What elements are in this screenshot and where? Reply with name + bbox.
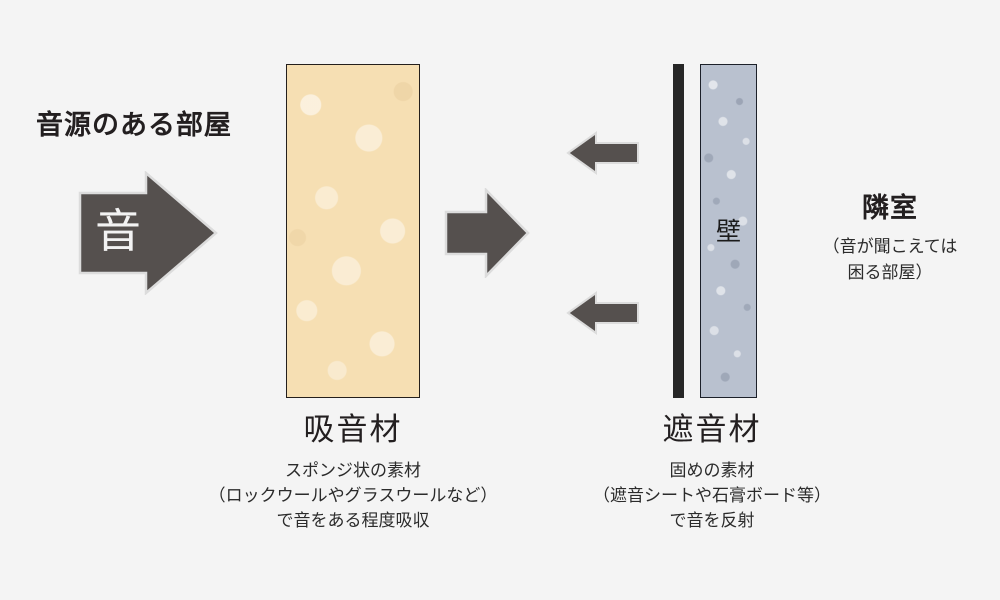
- absorber-description-line-1: スポンジ状の素材: [285, 461, 421, 480]
- absorber-description-line-3: で音をある程度吸収: [276, 511, 430, 530]
- reflected-sound-arrow-top-shape: [566, 131, 639, 175]
- neighbor-room-block: 隣室 （音が聞こえては 困る部屋）: [782, 186, 998, 286]
- reflected-sound-arrow-top: [566, 131, 640, 175]
- insulator-title: 遮音材: [662, 412, 762, 447]
- sound-source-arrow: [78, 171, 218, 295]
- reflected-sound-arrow-bottom-shape: [566, 291, 639, 335]
- sound-insulating-material-panel: [700, 64, 757, 398]
- sound-absorbing-material-panel: [286, 64, 420, 398]
- transmitted-sound-arrow: [444, 188, 530, 278]
- transmitted-sound-arrow-shape: [444, 188, 530, 278]
- neighbor-room-note-line-1: （音が聞こえては: [822, 237, 958, 256]
- wall-label: 壁: [715, 218, 741, 246]
- absorber-description-line-2: （ロックウールやグラスウールなど）: [208, 486, 498, 505]
- wall-bar: [673, 64, 684, 398]
- neighbor-room-note-line-2: 困る部屋）: [847, 263, 933, 282]
- neighbor-room-label: 隣室: [862, 193, 918, 223]
- insulator-description: 固めの素材 （遮音シートや石膏ボード等） で音を反射: [512, 458, 912, 533]
- insulator-description-line-1: 固めの素材: [669, 461, 755, 480]
- reflected-sound-arrow-bottom: [566, 291, 640, 335]
- absorber-title: 吸音材: [303, 412, 403, 447]
- insulator-description-line-2: （遮音シートや石膏ボード等）: [593, 486, 831, 505]
- source-room-label: 音源のある部屋: [36, 110, 232, 140]
- insulator-description-line-3: で音を反射: [669, 511, 755, 530]
- sound-source-arrow-shape: [78, 171, 218, 295]
- neighbor-room-note: （音が聞こえては 困る部屋）: [782, 234, 998, 286]
- absorber-description: スポンジ状の素材 （ロックウールやグラスウールなど） で音をある程度吸収: [153, 458, 553, 533]
- absorber-caption: 吸音材 スポンジ状の素材 （ロックウールやグラスウールなど） で音をある程度吸収: [153, 412, 553, 533]
- insulator-caption: 遮音材 固めの素材 （遮音シートや石膏ボード等） で音を反射: [512, 412, 912, 533]
